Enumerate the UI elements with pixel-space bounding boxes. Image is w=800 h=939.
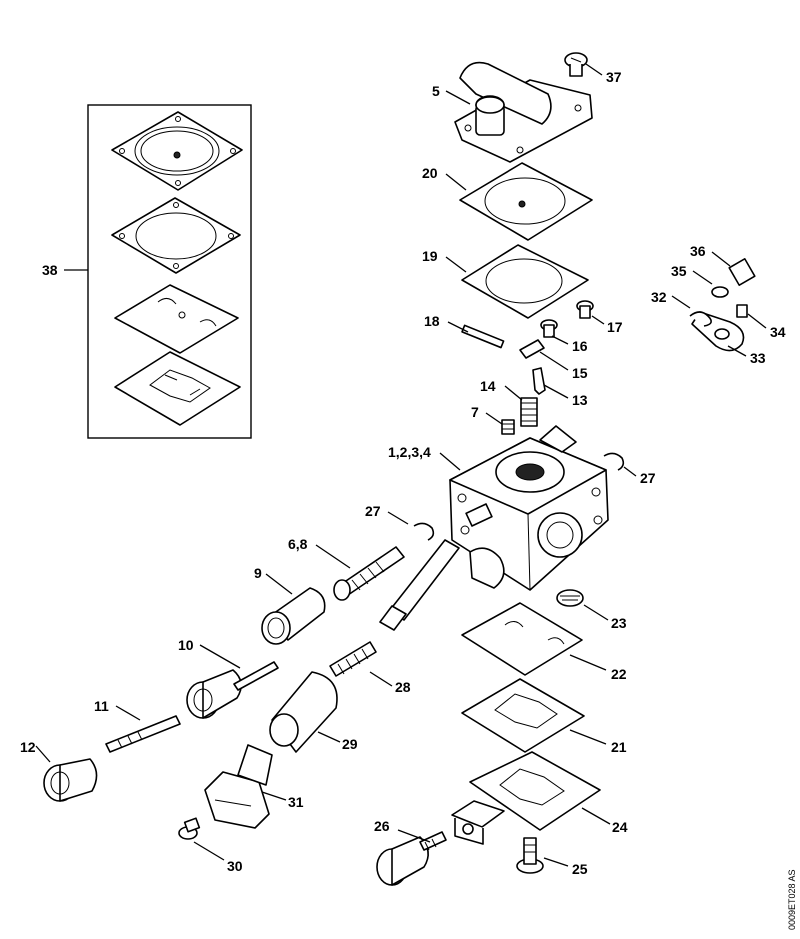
kit-metering-gasket bbox=[114, 351, 241, 426]
drawing-code: 0009ET028 AS bbox=[787, 869, 797, 930]
inlet-needle bbox=[532, 367, 546, 395]
kit-gasket-pump bbox=[111, 197, 241, 274]
kit-metering-diaphragm bbox=[114, 284, 239, 354]
callout-34: 34 bbox=[770, 324, 786, 340]
callout-36: 36 bbox=[690, 243, 706, 259]
callout-1-2-3-4: 1,2,3,4 bbox=[388, 444, 431, 460]
callout-21: 21 bbox=[611, 739, 627, 755]
end-cover-24 bbox=[451, 751, 601, 845]
callout-6-8: 6,8 bbox=[288, 536, 308, 552]
callout-23: 23 bbox=[611, 615, 627, 631]
metering-diaphragm-22 bbox=[461, 602, 583, 676]
pump-diaphragm bbox=[459, 162, 593, 241]
callout-26: 26 bbox=[374, 818, 390, 834]
callout-12: 12 bbox=[20, 739, 36, 755]
kit-diaphragm-pump bbox=[111, 111, 243, 191]
callout-38: 38 bbox=[42, 262, 58, 278]
screw-34 bbox=[736, 304, 748, 318]
callout-28: 28 bbox=[395, 679, 411, 695]
limiter-cap-10 bbox=[186, 661, 279, 719]
pump-cover bbox=[454, 61, 593, 163]
washer-35 bbox=[711, 286, 729, 298]
sleeve-29 bbox=[269, 671, 338, 753]
inlet-lever bbox=[519, 339, 545, 359]
gasket-kit-box bbox=[87, 104, 252, 439]
callout-37: 37 bbox=[606, 69, 622, 85]
adjusting-screw-6-8 bbox=[333, 546, 405, 601]
callout-32: 32 bbox=[651, 289, 667, 305]
pump-gasket bbox=[461, 244, 589, 319]
callout-33: 33 bbox=[750, 350, 766, 366]
callout-20: 20 bbox=[422, 165, 438, 181]
knob-31 bbox=[204, 744, 273, 829]
pump-cover-screw bbox=[564, 52, 588, 77]
callout-17: 17 bbox=[607, 319, 623, 335]
callout-35: 35 bbox=[671, 263, 687, 279]
adjusting-screw-11 bbox=[105, 715, 181, 753]
limiter-cap-9 bbox=[261, 587, 326, 645]
nut-36 bbox=[728, 258, 756, 286]
callout-25: 25 bbox=[572, 861, 588, 877]
callout-14: 14 bbox=[480, 378, 496, 394]
screw-25 bbox=[516, 837, 544, 874]
e-clip-right bbox=[603, 452, 625, 471]
spring-32 bbox=[689, 311, 712, 327]
callout-22: 22 bbox=[611, 666, 627, 682]
lever-pin bbox=[461, 324, 505, 349]
callout-13: 13 bbox=[572, 392, 588, 408]
leader-lines bbox=[35, 63, 767, 867]
callout-24: 24 bbox=[612, 819, 628, 835]
callout-18: 18 bbox=[424, 313, 440, 329]
callout-15: 15 bbox=[572, 365, 588, 381]
callout-11: 11 bbox=[94, 698, 109, 714]
control-spring bbox=[520, 397, 538, 427]
screw-30 bbox=[178, 817, 201, 840]
gasket-21 bbox=[461, 678, 585, 753]
plug-7 bbox=[501, 419, 515, 435]
callout-9: 9 bbox=[254, 565, 262, 581]
callout-labels: 37 5 20 19 18 17 16 15 14 13 7 1,2,3,4 2… bbox=[20, 69, 786, 877]
limiter-cap-12 bbox=[43, 758, 98, 802]
callout-27-left: 27 bbox=[365, 503, 381, 519]
callout-27-right: 27 bbox=[640, 470, 656, 486]
limiter-cap-26 bbox=[376, 831, 447, 886]
callout-30: 30 bbox=[227, 858, 243, 874]
screw-17 bbox=[576, 300, 594, 319]
callout-10: 10 bbox=[178, 637, 194, 653]
callout-19: 19 bbox=[422, 248, 438, 264]
throttle-shaft bbox=[379, 539, 505, 631]
callout-16: 16 bbox=[572, 338, 588, 354]
callout-5: 5 bbox=[432, 83, 440, 99]
callout-31: 31 bbox=[288, 794, 304, 810]
callout-29: 29 bbox=[342, 736, 358, 752]
callout-7: 7 bbox=[471, 404, 479, 420]
screw-16 bbox=[540, 319, 558, 338]
e-clip-left bbox=[413, 522, 435, 541]
spring-28 bbox=[329, 641, 377, 677]
strainer-23 bbox=[556, 589, 584, 607]
